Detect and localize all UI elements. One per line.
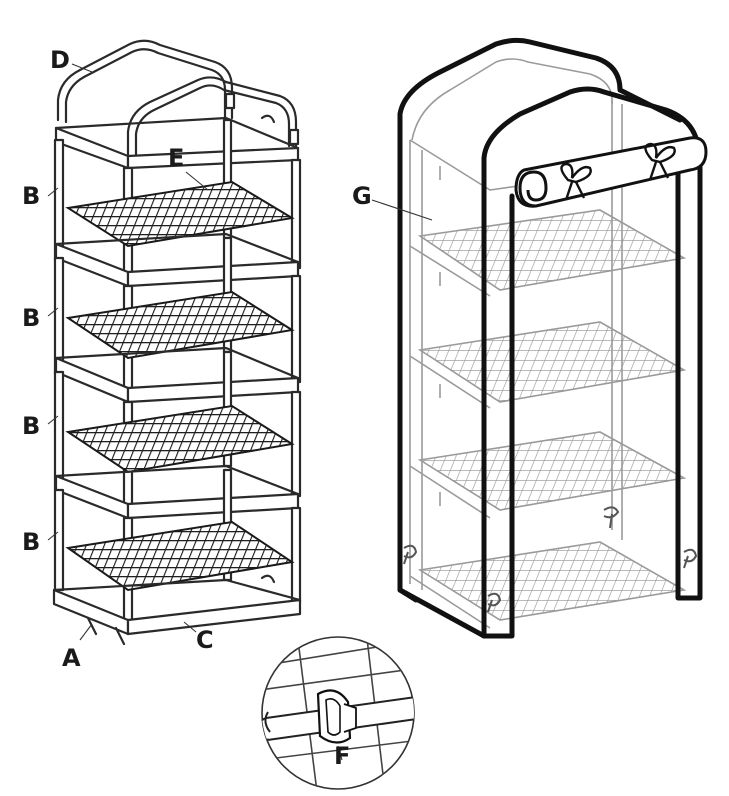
leader-f: [337, 745, 343, 761]
shelf-tier-3: [53, 346, 302, 514]
label-e: E: [168, 144, 184, 172]
label-c: C: [196, 626, 214, 654]
roof-arch-d: [56, 39, 300, 162]
label-a: A: [62, 644, 81, 672]
exploded-shelf-frame: [47, 39, 302, 646]
tie-bow-icon: [560, 162, 592, 201]
shelf-tiers: [53, 116, 302, 624]
base-frame: [52, 574, 302, 646]
tie-bow-icon: [644, 142, 676, 181]
label-d: D: [50, 46, 70, 74]
shelf-tier-4: [53, 464, 302, 624]
shelf-tier-1: [53, 116, 302, 282]
part-labels: D E B B B B A C G F: [22, 46, 372, 770]
leader-b2: [47, 307, 59, 317]
label-f: F: [334, 742, 350, 770]
base-ties: [403, 506, 698, 613]
rolled-door: [514, 136, 708, 208]
label-g: G: [352, 182, 372, 210]
label-b-3: B: [22, 412, 40, 440]
greenhouse-with-cover: [371, 37, 708, 639]
pipe-clip-detail: [261, 636, 415, 790]
leader-a: [79, 623, 93, 641]
leader-g: [371, 199, 433, 221]
leader-b1: [47, 187, 59, 197]
label-b-4: B: [22, 528, 40, 556]
leader-c: [183, 621, 197, 633]
leader-e: [185, 171, 209, 191]
pipe-clip-icon: [316, 689, 357, 744]
label-b-1: B: [22, 182, 40, 210]
leader-b3: [47, 415, 59, 425]
leader-b4: [47, 531, 59, 541]
shelf-tier-2: [53, 232, 302, 398]
label-b-2: B: [22, 304, 40, 332]
leader-d: [71, 63, 93, 73]
plastic-cover-g: [397, 37, 703, 639]
